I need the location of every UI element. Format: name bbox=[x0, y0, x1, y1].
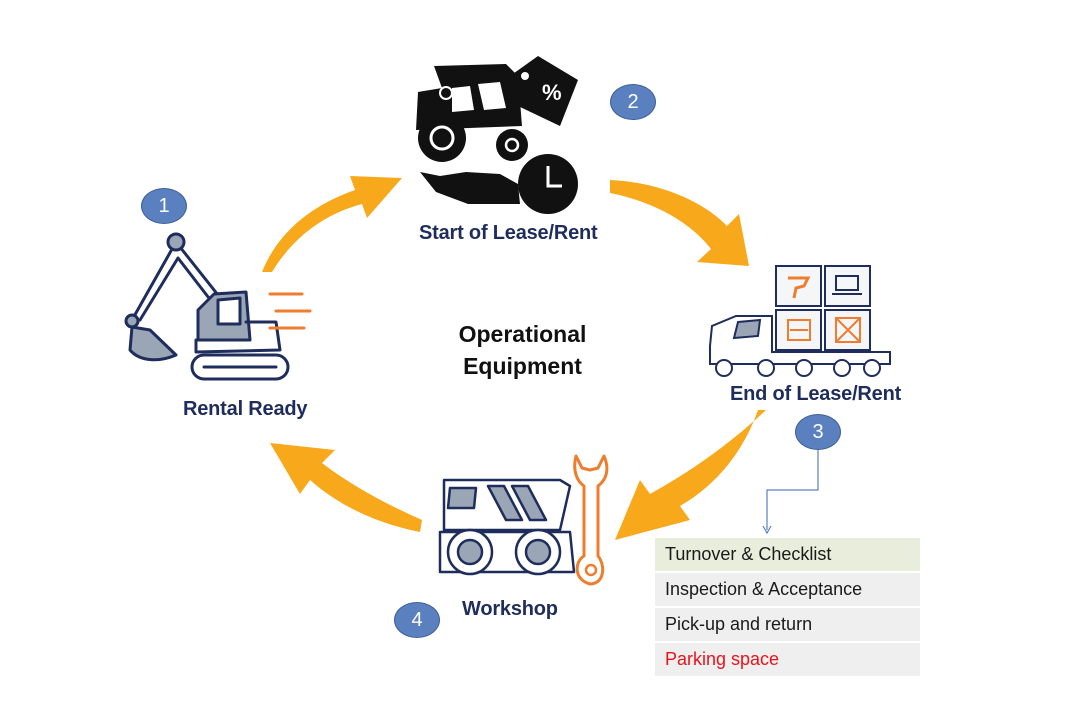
center-title-line2: Equipment bbox=[463, 353, 582, 379]
end-of-lease-details: Turnover & Checklist Inspection & Accept… bbox=[655, 538, 920, 678]
excavator-icon bbox=[124, 232, 312, 381]
arrow-2-to-3 bbox=[610, 180, 749, 266]
stage-label-rental-ready: Rental Ready bbox=[183, 398, 308, 420]
stage-label-end-of-lease: End of Lease/Rent bbox=[730, 383, 902, 405]
stage-badge-3: 3 bbox=[795, 414, 841, 450]
stage-badge-4: 4 bbox=[394, 602, 440, 638]
detail-row-turnover: Turnover & Checklist bbox=[655, 538, 920, 571]
arrow-4-to-1 bbox=[270, 443, 422, 532]
detail-row-pickup: Pick-up and return bbox=[655, 608, 920, 641]
cycle-arrows bbox=[262, 176, 766, 540]
arrow-1-to-2 bbox=[262, 176, 402, 272]
center-title-line1: Operational bbox=[458, 321, 587, 347]
stage-badge-2: 2 bbox=[610, 84, 656, 120]
detail-row-parking: Parking space bbox=[655, 643, 920, 676]
center-title: Operational Equipment bbox=[420, 318, 625, 382]
svg-text:%: % bbox=[542, 80, 562, 105]
truck-crates-icon bbox=[709, 265, 891, 377]
dump-truck-wrench-icon bbox=[438, 454, 609, 586]
connector-line bbox=[762, 450, 819, 535]
arrow-3-to-4 bbox=[615, 410, 766, 540]
stage-label-workshop: Workshop bbox=[462, 598, 558, 620]
tractor-rent-icon: % bbox=[416, 56, 578, 214]
detail-row-inspection: Inspection & Acceptance bbox=[655, 573, 920, 606]
stage-label-start-of-lease: Start of Lease/Rent bbox=[419, 222, 598, 244]
stage-badge-1: 1 bbox=[141, 188, 187, 224]
